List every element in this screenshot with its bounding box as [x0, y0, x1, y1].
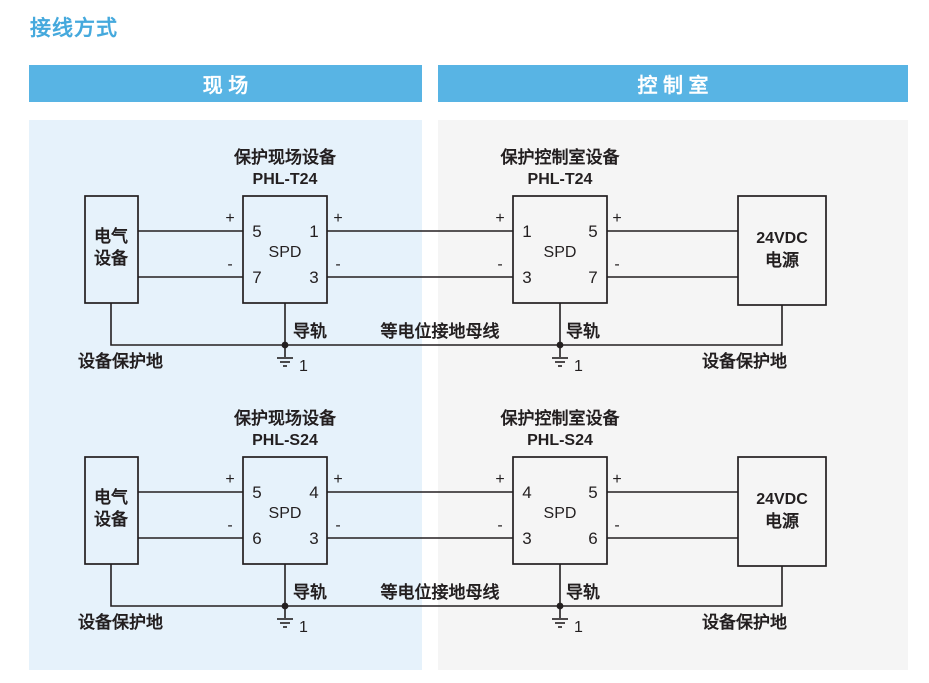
power-label-line2: 电源 [765, 250, 799, 270]
polarity-plus: + [495, 210, 504, 227]
field-panel [29, 120, 422, 670]
polarity-minus: - [614, 256, 619, 273]
polarity-plus: + [333, 210, 342, 227]
ground-bus [110, 564, 783, 607]
rail-label-control: 导轨 [566, 582, 600, 602]
ground-ref-number: 1 [299, 358, 308, 375]
control-spd-terminal-bl: 3 [522, 268, 531, 287]
section-header-control-label: 控 制 室 [637, 75, 709, 97]
device-protective-earth-label-right: 设备保护地 [702, 351, 787, 371]
ground-bus [110, 303, 783, 346]
power-label-line2: 电源 [765, 511, 799, 531]
control-spd-terminal-br: 6 [588, 529, 597, 548]
control-spd-terminal-tr: 5 [588, 222, 597, 241]
equipment-label-line2: 设备 [94, 509, 129, 529]
earth-ground-icon [552, 618, 568, 628]
device-protective-earth-label-right: 设备保护地 [702, 612, 787, 632]
junction-dot [281, 341, 289, 349]
control-device-model: PHL-S24 [527, 432, 593, 449]
polarity-minus: - [497, 517, 502, 534]
field-spd-terminal-bl: 6 [252, 529, 261, 548]
control-spd-terminal-br: 7 [588, 268, 597, 287]
field-device-caption: 保护现场设备 [233, 408, 337, 428]
polarity-minus: - [227, 256, 232, 273]
page-title: 接线方式 [30, 17, 118, 40]
equipotential-bus-label: 等电位接地母线 [381, 321, 500, 341]
section-header-field: 现 场 [29, 65, 422, 102]
device-protective-earth-label-left: 设备保护地 [78, 612, 163, 632]
diagram-phl-s24: 保护现场设备 PHL-S24 保护控制室设备 PHL-S24 电气 设备 24V… [78, 408, 827, 636]
control-spd-terminal-tl: 4 [522, 483, 531, 502]
field-device-caption: 保护现场设备 [233, 147, 337, 167]
ground-ref-number: 1 [574, 358, 583, 375]
control-spd-label: SPD [544, 505, 577, 522]
field-spd-label: SPD [269, 244, 302, 261]
polarity-plus: + [612, 471, 621, 488]
control-spd-terminal-bl: 3 [522, 529, 531, 548]
power-label-line1: 24VDC [756, 230, 808, 247]
equipotential-bus-label: 等电位接地母线 [381, 582, 500, 602]
section-header-field-label: 现 场 [202, 75, 249, 97]
field-spd-terminal-tr: 4 [309, 483, 318, 502]
control-device-caption: 保护控制室设备 [500, 408, 621, 428]
rail-label-field: 导轨 [293, 582, 327, 602]
rail-label-field: 导轨 [293, 321, 327, 341]
polarity-plus: + [612, 210, 621, 227]
earth-ground-icon [277, 618, 293, 628]
junction-dot [281, 602, 289, 610]
polarity-plus: + [225, 210, 234, 227]
control-device-caption: 保护控制室设备 [500, 147, 621, 167]
equipment-label-line1: 电气 [94, 226, 128, 246]
device-protective-earth-label-left: 设备保护地 [78, 351, 163, 371]
equipment-label-line1: 电气 [94, 487, 128, 507]
field-spd-terminal-br: 3 [309, 268, 318, 287]
earth-ground-icon [552, 357, 568, 367]
field-spd-terminal-tl: 5 [252, 483, 261, 502]
polarity-minus: - [227, 517, 232, 534]
field-spd-terminal-br: 3 [309, 529, 318, 548]
control-device-model: PHL-T24 [528, 171, 593, 188]
control-spd-terminal-tl: 1 [522, 222, 531, 241]
polarity-minus: - [335, 517, 340, 534]
field-spd-terminal-tr: 1 [309, 222, 318, 241]
field-spd-terminal-tl: 5 [252, 222, 261, 241]
field-spd-label: SPD [269, 505, 302, 522]
control-spd-label: SPD [544, 244, 577, 261]
control-spd-terminal-tr: 5 [588, 483, 597, 502]
rail-label-control: 导轨 [566, 321, 600, 341]
polarity-plus: + [333, 471, 342, 488]
polarity-minus: - [335, 256, 340, 273]
equipment-label-line2: 设备 [94, 248, 129, 268]
junction-dot [556, 602, 564, 610]
polarity-plus: + [495, 471, 504, 488]
field-device-model: PHL-S24 [252, 432, 318, 449]
polarity-plus: + [225, 471, 234, 488]
field-spd-terminal-bl: 7 [252, 268, 261, 287]
control-panel [438, 120, 908, 670]
earth-ground-icon [277, 357, 293, 367]
diagram-phl-t24: 保护现场设备 PHL-T24 保护控制室设备 PHL-T24 电气 设备 24V… [78, 147, 827, 375]
power-label-line1: 24VDC [756, 491, 808, 508]
section-header-control: 控 制 室 [438, 65, 908, 102]
junction-dot [556, 341, 564, 349]
ground-ref-number: 1 [574, 619, 583, 636]
polarity-minus: - [614, 517, 619, 534]
polarity-minus: - [497, 256, 502, 273]
field-device-model: PHL-T24 [253, 171, 318, 188]
ground-ref-number: 1 [299, 619, 308, 636]
